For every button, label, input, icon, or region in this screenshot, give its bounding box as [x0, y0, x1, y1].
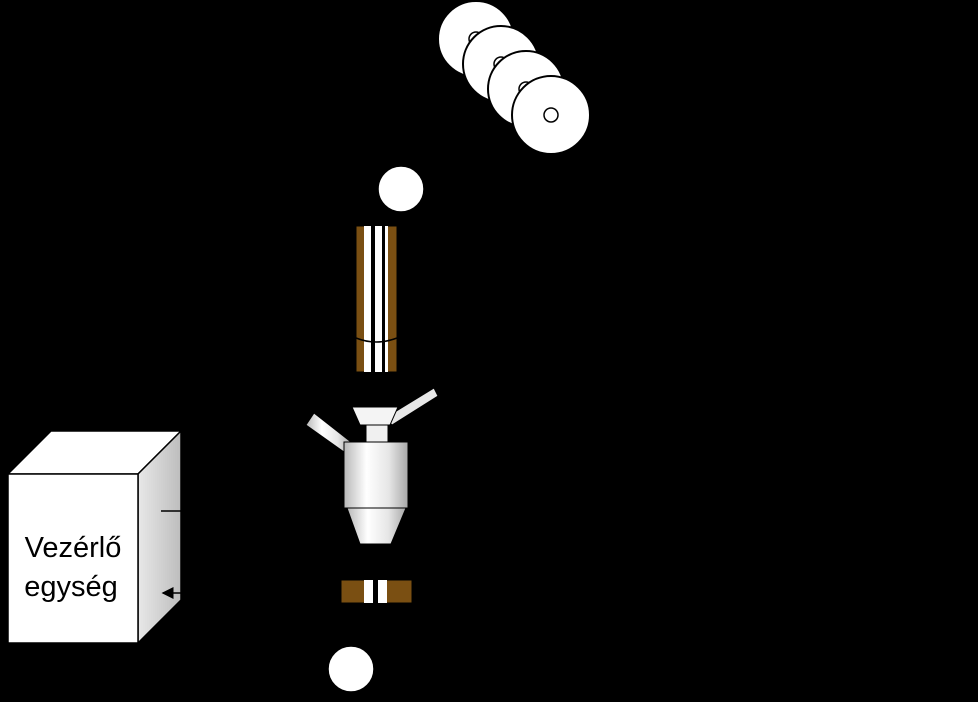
- disc-stack: [437, 0, 591, 155]
- upper-lens-circle: [377, 165, 425, 213]
- objective-device: [305, 387, 439, 545]
- lower-lens-circle: [327, 645, 375, 693]
- lower-slit-block: [340, 579, 413, 604]
- control-unit-box: Vezérlő egység: [6, 429, 183, 645]
- tube-assembly: [355, 225, 398, 373]
- control-unit-label-line2: egység: [24, 571, 118, 603]
- control-unit-label-line1: Vezérlő: [25, 532, 122, 564]
- disc-4: [511, 75, 591, 155]
